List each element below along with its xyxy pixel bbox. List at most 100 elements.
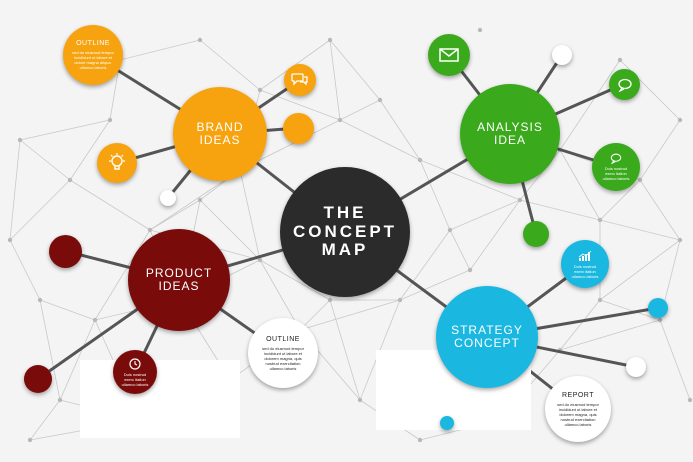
network-dot [637, 177, 643, 183]
mail-icon [439, 48, 459, 62]
network-line [559, 59, 621, 151]
network-line [659, 319, 691, 401]
product-dot-bottom[interactable] [24, 365, 52, 393]
bar-chart-icon [578, 250, 592, 261]
product-ideas-label: PRODUCT IDEAS [145, 265, 213, 293]
mail-node[interactable] [428, 34, 470, 76]
report-title: REPORT [561, 391, 595, 399]
network-dot [337, 117, 343, 123]
network-line [259, 89, 341, 121]
network-dot [17, 137, 23, 143]
network-line [39, 299, 96, 321]
analysis-note-node[interactable]: Duis nostrud exerc itation ullamco labor… [592, 143, 640, 191]
brand-ideas-node[interactable]: BRAND IDEAS [173, 87, 267, 181]
chat-bubbles-node[interactable] [284, 64, 316, 96]
network-dot [357, 397, 363, 403]
product-dot-top[interactable] [49, 235, 82, 268]
network-dot [67, 177, 73, 183]
network-line [69, 179, 151, 231]
analysis-idea-label: ANALYSIS IDEA [477, 119, 543, 147]
outline-mid-node[interactable]: OUTLINE sed do eiusmod tempor incididunt… [248, 318, 318, 388]
network-line [9, 139, 21, 241]
network-dot [597, 297, 603, 303]
network-dot [197, 197, 203, 203]
network-line [399, 229, 451, 301]
network-line [329, 299, 361, 401]
network-line [599, 179, 641, 221]
network-dot [327, 37, 333, 43]
network-dot [57, 397, 63, 403]
network-dot [37, 297, 43, 303]
network-dot [677, 117, 683, 123]
network-line [639, 179, 681, 241]
network-line [149, 199, 201, 231]
network-line [329, 39, 381, 101]
network-line [19, 139, 71, 181]
strategy-note-node[interactable]: Duis nostrud exerc itation ullamco labor… [561, 240, 609, 288]
product-note-node[interactable]: Duis nostrud exerc itation ullamco labor… [113, 350, 157, 394]
network-line [239, 169, 261, 261]
network-line [599, 239, 681, 301]
network-line [119, 39, 201, 61]
network-dot [447, 227, 453, 233]
network-dot [27, 437, 33, 443]
network-dot [327, 297, 333, 303]
network-line [449, 199, 521, 231]
network-line [199, 199, 261, 261]
network-dot [597, 217, 603, 223]
chat-icon [617, 78, 632, 92]
chat-icon [610, 153, 622, 164]
network-line [519, 199, 601, 221]
lightbulb-icon [109, 153, 125, 170]
outline-top-text: sed do eiusmod tempor incididunt ut labo… [72, 50, 114, 70]
network-dot [617, 57, 623, 63]
network-line [419, 159, 521, 201]
white-dot-strategy[interactable] [626, 357, 646, 377]
network-dot [477, 27, 483, 33]
outline-top-title: OUTLINE [76, 40, 110, 47]
network-dot [517, 197, 523, 203]
lightbulb-node[interactable] [97, 143, 137, 183]
strategy-concept-node[interactable]: STRATEGY CONCEPT [436, 286, 538, 388]
clock-icon [129, 357, 141, 370]
network-dot [257, 257, 263, 263]
white-panel-left [80, 360, 240, 438]
concept-map-title: THE CONCEPT MAP [292, 202, 398, 260]
network-line [639, 119, 681, 181]
strategy-dot-bottom[interactable] [440, 416, 454, 430]
network-line [299, 299, 401, 331]
network-dot [467, 267, 473, 273]
brand-small-dot[interactable] [283, 113, 314, 144]
network-line [379, 99, 421, 161]
network-dot [197, 37, 203, 43]
network-dot [7, 237, 13, 243]
analysis-idea-node[interactable]: ANALYSIS IDEA [460, 84, 560, 184]
chat-bubbles-icon [291, 73, 308, 86]
strategy-dot-right[interactable] [648, 298, 668, 318]
concept-map-center-node[interactable]: THE CONCEPT MAP [280, 167, 410, 297]
analysis-small-dot[interactable] [523, 221, 549, 247]
network-line [559, 299, 601, 351]
network-dot [417, 157, 423, 163]
network-line [469, 199, 521, 271]
network-line [339, 119, 421, 161]
network-dot [677, 237, 683, 243]
network-dot [107, 117, 113, 123]
analysis-note-text: Duis nostrud exerc itation ullamco labor… [602, 166, 630, 181]
product-ideas-node[interactable]: PRODUCT IDEAS [128, 229, 230, 331]
brand-ideas-label: BRAND IDEAS [196, 119, 244, 147]
white-dot-brand[interactable] [160, 190, 176, 206]
network-line [329, 39, 341, 121]
report-node[interactable]: REPORT sed do eiusmod tempor incididunt … [545, 376, 611, 442]
white-dot-analysis[interactable] [552, 45, 572, 65]
chat-node-analysis[interactable] [609, 69, 640, 100]
outline-top-node[interactable]: OUTLINE sed do eiusmod tempor incididunt… [63, 25, 123, 85]
network-line [419, 159, 451, 231]
strategy-concept-label: STRATEGY CONCEPT [451, 322, 523, 350]
outline-mid-text: sed do eiusmod tempor incididunt ut labo… [262, 345, 304, 371]
network-line [599, 219, 681, 241]
network-line [259, 259, 331, 301]
network-dot [687, 397, 693, 403]
network-line [199, 39, 261, 91]
network-line [39, 299, 61, 401]
